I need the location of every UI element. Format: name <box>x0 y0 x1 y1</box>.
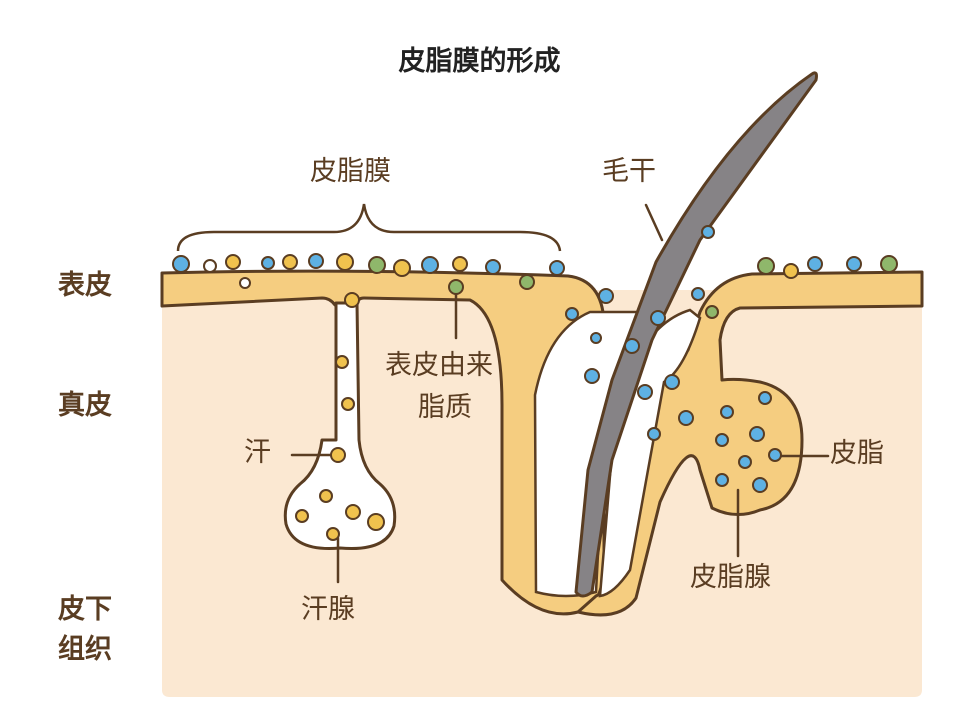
hair-shaft <box>574 71 818 598</box>
sweat-duct <box>283 301 397 551</box>
layer-label-dermis: 真皮 <box>58 390 112 421</box>
label-hair-shaft: 毛干 <box>602 156 656 187</box>
label-sebum-film: 皮脂膜 <box>310 156 391 187</box>
layer-label-epidermis: 表皮 <box>58 270 112 301</box>
layer-label-subcutaneous-2: 组织 <box>58 634 112 665</box>
label-sweat-gland: 汗腺 <box>301 594 355 625</box>
label-sweat: 汗 <box>244 437 271 468</box>
leader-lines <box>290 203 830 584</box>
label-sebum: 皮脂 <box>830 438 884 469</box>
layer-label-subcutaneous-1: 皮下 <box>58 594 112 625</box>
label-sebaceous-gland: 皮脂腺 <box>690 562 771 593</box>
sebum-film-bracket <box>176 203 562 252</box>
label-epidermal-lipids-2: 脂质 <box>418 392 472 423</box>
diagram-title: 皮脂膜的形成 <box>398 46 561 77</box>
label-epidermal-lipids-1: 表皮由来 <box>385 350 493 381</box>
droplets <box>172 225 898 541</box>
